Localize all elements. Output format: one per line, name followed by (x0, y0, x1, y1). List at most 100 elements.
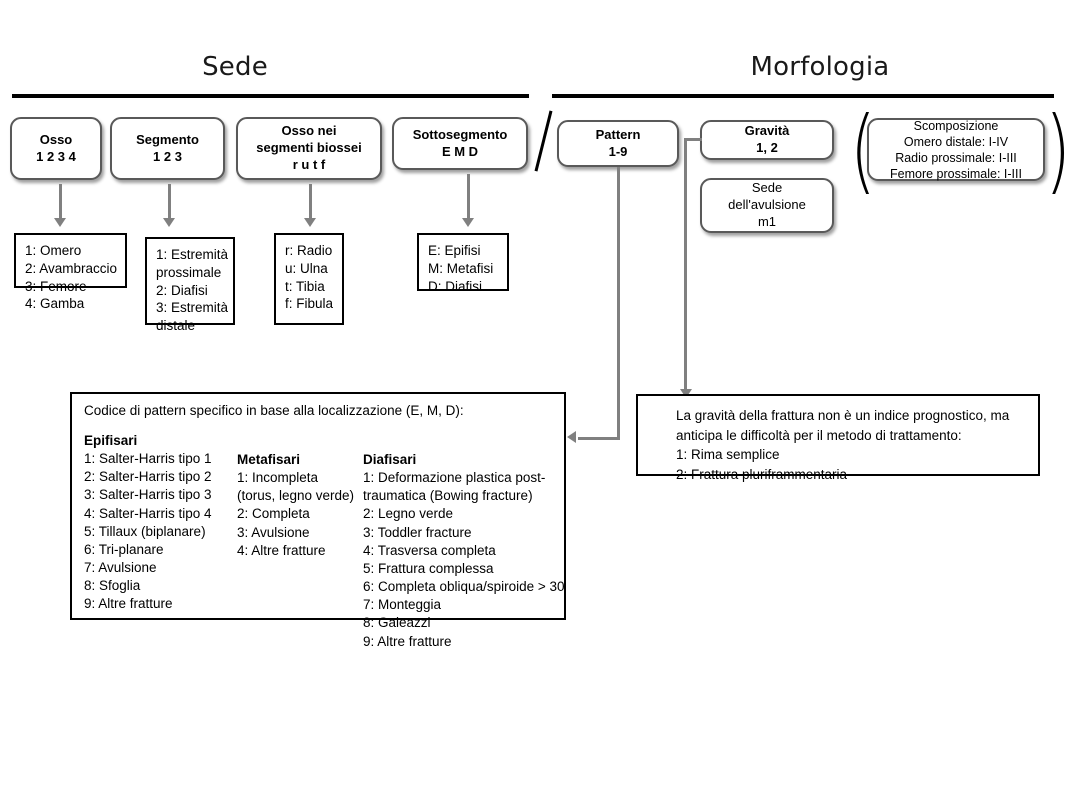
detail-line: E: Epifisi (428, 243, 481, 258)
pattern-item: 9: Altre fratture (363, 633, 452, 649)
arrow-biossei-icon (304, 218, 316, 227)
pattern-item: 7: Monteggia (363, 597, 442, 613)
box-biossei-line1: Osso nei (281, 123, 337, 139)
connector-pattern-vertical (617, 167, 620, 440)
box-scomposizione-line3: Radio prossimale: I-III (895, 150, 1017, 165)
box-osso-line1: Osso (39, 131, 73, 147)
arrow-segmento-icon (163, 218, 175, 227)
box-pattern-line2: 1-9 (608, 143, 628, 159)
section-title-morfologia: Morfologia (750, 52, 890, 82)
connector-pattern-horizontal (578, 437, 620, 440)
detail-box-biossei: r: Radio u: Ulna t: Tibia f: Fibula (274, 233, 344, 325)
pattern-item: 5: Tillaux (biplanare) (84, 523, 206, 539)
connector-segmento (168, 184, 171, 220)
pattern-item: 6: Tri-planare (84, 541, 164, 557)
box-pattern[interactable]: Pattern 1-9 (557, 120, 679, 167)
pattern-item: 1: Salter-Harris tipo 1 (84, 451, 212, 467)
pattern-item: 4: Trasversa completa (363, 542, 496, 558)
connector-osso (59, 184, 62, 220)
pattern-column-diafisari: Diafisari 1: Deformazione plastica post-… (363, 451, 568, 651)
arrow-pattern-icon (567, 431, 576, 443)
box-segmento-line2: 1 2 3 (153, 148, 182, 164)
pattern-column-heading: Diafisari (363, 452, 417, 467)
section-title-sede: Sede (202, 52, 268, 82)
gravita-info-panel: La gravità della frattura non è un indic… (636, 394, 1040, 482)
pattern-column-heading: Epifisari (84, 433, 138, 448)
pattern-item: 3: Toddler fracture (363, 524, 472, 540)
gravita-line: La gravità della frattura non è un indic… (676, 408, 1010, 423)
detail-line: r: Radio (285, 243, 333, 258)
pattern-item: 3: Salter-Harris tipo 3 (84, 487, 212, 503)
pattern-item: 7: Avulsione (84, 560, 157, 576)
box-sede-avulsione-line1: Sede (751, 180, 783, 196)
pattern-item: 4: Altre fratture (237, 542, 326, 558)
box-sede-avulsione-line2: dell'avulsione (728, 197, 806, 213)
section-divider-slash (534, 110, 553, 172)
arrow-sottosegmento-icon (462, 218, 474, 227)
pattern-item: traumatica (Bowing fracture) (363, 488, 533, 504)
detail-line: 1: Omero (25, 243, 82, 258)
box-segmento-line1: Segmento (136, 131, 199, 147)
detail-line: M: Metafisi (428, 260, 494, 276)
box-gravita[interactable]: Gravità 1, 2 (700, 120, 834, 160)
paren-close-icon: ) (1045, 105, 1066, 197)
box-sede-avulsione[interactable]: Sede dell'avulsione m1 (700, 178, 834, 233)
box-osso[interactable]: Osso 1 2 3 4 (10, 117, 102, 180)
detail-line: 1: Estremità (156, 247, 229, 262)
pattern-item: 6: Completa obliqua/spiroide > 30 (363, 579, 565, 595)
connector-sottosegmento (467, 174, 470, 220)
box-pattern-line1: Pattern (595, 126, 641, 142)
pattern-item: 2: Legno verde (363, 506, 454, 522)
gravita-line: 2: Frattura pluriframmentaria (676, 466, 848, 482)
detail-line: prossimale (156, 264, 222, 280)
arrow-osso-icon (54, 218, 66, 227)
pattern-item: 2: Completa (237, 506, 310, 522)
box-osso-line2: 1 2 3 4 (36, 148, 76, 164)
gravita-line: 1: Rima semplice (676, 447, 780, 463)
box-biossei-line3: r u t f (292, 156, 326, 172)
pattern-item: 1: Incompleta (237, 470, 319, 486)
detail-line: D: Diafisi (428, 278, 483, 294)
pattern-item: 1: Deformazione plastica post- (363, 470, 546, 486)
pattern-item: (torus, legno verde) (237, 488, 355, 504)
pattern-item: 3: Avulsione (237, 524, 310, 540)
connector-biossei (309, 184, 312, 220)
box-segmento[interactable]: Segmento 1 2 3 (110, 117, 225, 180)
pattern-code-panel: Codice di pattern specifico in base alla… (70, 392, 566, 649)
box-osso-segmenti-biossei[interactable]: Osso nei segmenti biossei r u t f (236, 117, 382, 180)
pattern-item: 8: Sfoglia (84, 578, 141, 594)
pattern-item: 4: Salter-Harris tipo 4 (84, 505, 212, 521)
gravita-line: anticipa le difficoltà per il metodo di … (676, 427, 962, 443)
box-scomposizione-line4: Femore prossimale: I-III (890, 166, 1022, 181)
detail-line: 2: Avambraccio (25, 260, 118, 276)
detail-line: t: Tibia (285, 278, 325, 294)
arrow-gravita-icon (680, 389, 692, 398)
detail-line: u: Ulna (285, 260, 328, 276)
pattern-item: 2: Salter-Harris tipo 2 (84, 469, 212, 485)
rule-sede (12, 94, 529, 98)
pattern-item: 9: Altre fratture (84, 596, 173, 612)
box-sottosegmento-line2: E M D (441, 143, 479, 159)
pattern-column-metafisari: Metafisari 1: Incompleta (torus, legno v… (237, 451, 362, 560)
box-sottosegmento-line1: Sottosegmento (412, 126, 508, 142)
detail-line: f: Fibula (285, 296, 334, 312)
box-gravita-line1: Gravità (744, 123, 790, 139)
connector-gravita-horizontal (684, 138, 702, 141)
detail-box-sottosegmento: E: Epifisi M: Metafisi D: Diafisi (417, 233, 509, 294)
box-sottosegmento[interactable]: Sottosegmento E M D (392, 117, 528, 170)
pattern-item: 5: Frattura complessa (363, 560, 494, 576)
detail-line: 4: Gamba (25, 296, 85, 312)
box-scomposizione-line2: Omero distale: I-IV (903, 134, 1009, 149)
box-gravita-line2: 1, 2 (756, 140, 778, 155)
rule-morfologia (552, 94, 1054, 98)
detail-line: distale (156, 318, 196, 334)
detail-box-osso: 1: Omero 2: Avambraccio 3: Femore 4: Gam… (14, 233, 127, 311)
connector-gravita-vertical (684, 138, 687, 391)
pattern-panel-intro: Codice di pattern specifico in base alla… (84, 403, 464, 418)
detail-line: 2: Diafisi (156, 282, 208, 298)
box-scomposizione-line1: Scomposizione (913, 118, 999, 133)
pattern-item: 8: Galeazzi (363, 615, 431, 631)
box-scomposizione[interactable]: Scomposizione Omero distale: I-IV Radio … (867, 118, 1045, 181)
box-biossei-line2: segmenti biossei (256, 140, 362, 156)
